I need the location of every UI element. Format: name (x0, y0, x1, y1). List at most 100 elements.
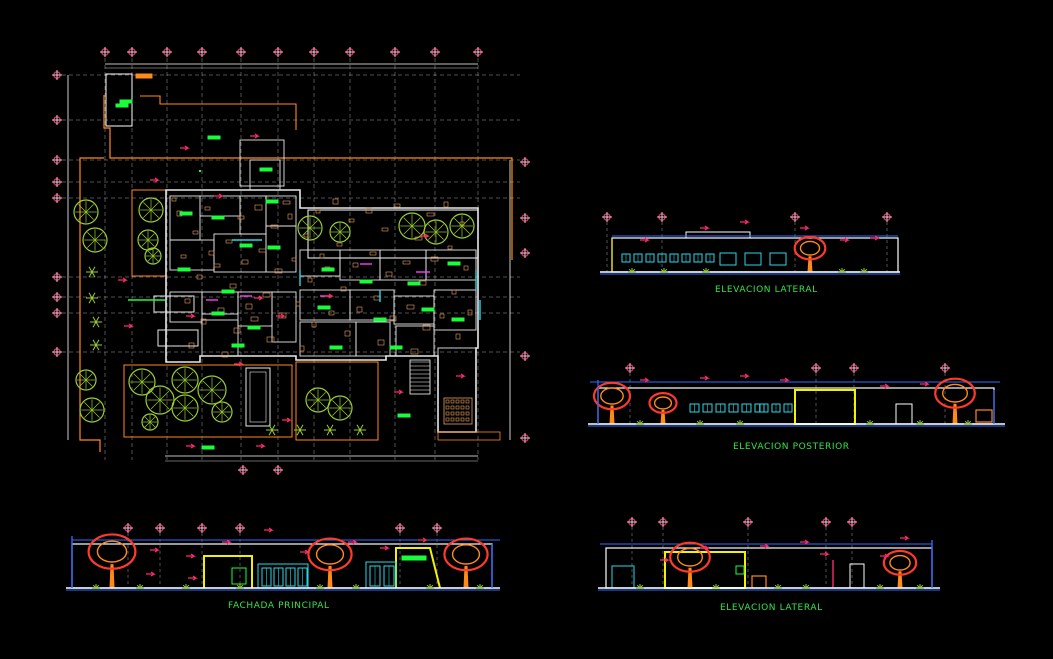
chair (445, 417, 450, 422)
caption-elevacion-posterior: ELEVACION POSTERIOR (733, 442, 850, 452)
tree-branch (78, 211, 87, 220)
level-tag (780, 377, 790, 383)
tree-branch (221, 405, 229, 413)
room-label-tag (259, 167, 273, 172)
tree-branch (159, 390, 170, 401)
room-wall (239, 195, 267, 235)
shrub-stroke (95, 321, 100, 328)
level-tag (418, 537, 428, 543)
level-tag (146, 571, 156, 577)
tree-branch (87, 239, 96, 248)
shrub-stroke (95, 339, 100, 346)
level-tag (800, 539, 810, 545)
tree-branch (202, 389, 213, 400)
furniture-item (422, 324, 431, 331)
axis-marker-top (236, 47, 246, 57)
elevation-axis-marker (627, 517, 637, 527)
furniture-item (287, 213, 293, 220)
tree-branch (149, 421, 156, 428)
tree-branch (85, 204, 94, 213)
tree-branch (94, 232, 103, 241)
window (611, 565, 635, 589)
tree-branch (176, 371, 186, 381)
tree-trunk (463, 565, 469, 589)
tree-canopy (329, 221, 351, 243)
tree-branch (339, 407, 348, 416)
tree-branch (184, 399, 194, 409)
elevation-axis-marker (790, 212, 800, 222)
furniture-item (180, 254, 187, 259)
tree-branch (149, 416, 156, 423)
tree-branch (309, 220, 318, 229)
tree-canopy (141, 413, 159, 431)
elevation-axis-marker (235, 523, 245, 533)
plan-tree (449, 213, 475, 239)
level-tag (254, 295, 264, 301)
planter-bottom-left (123, 364, 293, 438)
tree-trunk (687, 567, 693, 589)
tree-crown-inner (941, 383, 969, 403)
elevation-tree (592, 381, 632, 425)
axis-marker-left (52, 292, 62, 302)
chair (465, 405, 470, 410)
stair (409, 359, 431, 395)
furniture-item (455, 333, 461, 340)
tree-canopy (73, 199, 99, 225)
tree-branch (428, 231, 437, 240)
shrub-stroke (91, 297, 96, 304)
plan-tree (423, 219, 449, 245)
level-tag (700, 545, 710, 551)
axis-marker-top (127, 47, 137, 57)
tree-branch (143, 202, 152, 211)
shrub-stroke (92, 321, 97, 328)
tree-crown (669, 541, 711, 573)
shrub-stroke (271, 424, 276, 431)
shrub-stroke (268, 424, 273, 431)
elevation-axis-marker (658, 517, 668, 527)
tree-branch (94, 239, 103, 248)
shrub-stroke (296, 429, 301, 436)
elevation-axis-marker (743, 517, 753, 527)
plan-tree (73, 199, 99, 225)
tree-branch (339, 231, 347, 239)
shrub-stroke (91, 271, 96, 278)
tree-crown (307, 537, 353, 572)
chair (450, 399, 455, 404)
tree-branch (79, 373, 87, 381)
chair (455, 405, 460, 410)
tree-crown-inner (600, 387, 624, 405)
tree-branch (215, 405, 223, 413)
level-tag (640, 377, 650, 383)
axis-marker-top (100, 47, 110, 57)
axis-marker-bottom (273, 465, 283, 475)
level-tag (880, 383, 890, 389)
plan-tree (138, 197, 164, 223)
tree-trunk (807, 256, 813, 273)
level-tag (324, 293, 334, 299)
level-tag (380, 545, 390, 551)
tree-branch (333, 225, 341, 233)
sign-plate (401, 555, 427, 561)
plan-tree (398, 212, 426, 240)
plan-tree (79, 397, 105, 423)
plan-tree (171, 366, 199, 394)
plan-tree (211, 401, 233, 423)
tree-branch (211, 389, 222, 400)
furniture-item (463, 265, 469, 271)
chair (465, 399, 470, 404)
tree-canopy (211, 401, 233, 423)
axis-marker-top (473, 47, 483, 57)
tree-branch (133, 381, 143, 391)
tree-crown-inner (315, 544, 345, 565)
tree-canopy (145, 385, 175, 415)
parapet (685, 231, 751, 238)
shrub-stroke (92, 344, 97, 351)
level-tag (264, 527, 274, 533)
tree-branch (176, 379, 186, 389)
room-label-tag (267, 245, 281, 250)
axis-marker-top (162, 47, 172, 57)
room-wall (395, 325, 435, 357)
furniture-item (307, 277, 313, 283)
furniture-item (402, 260, 411, 265)
tree-branch (176, 399, 186, 409)
